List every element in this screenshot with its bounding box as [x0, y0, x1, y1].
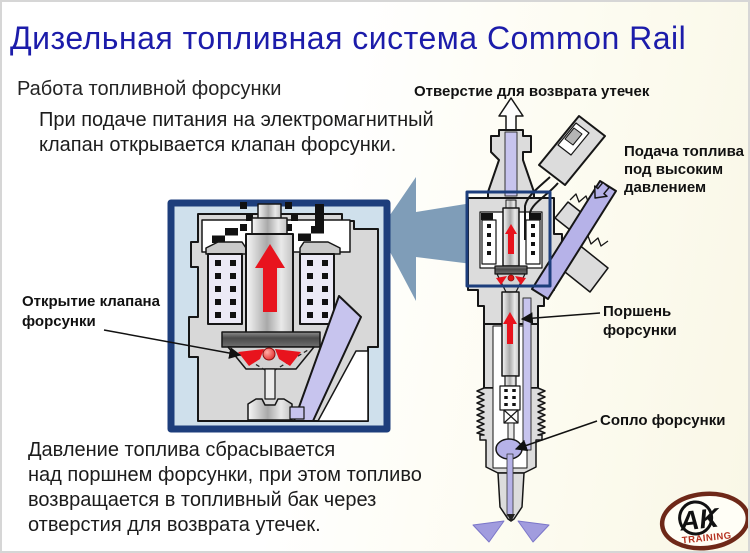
- intro-line-2: клапан открывается клапан форсунки.: [39, 134, 397, 156]
- ak-training-logo-graphic: AK TRAINING: [659, 491, 748, 551]
- injector-body: [465, 97, 617, 543]
- callout-piston: Поршень форсунки: [603, 303, 677, 339]
- valve-open-line-1: Открытие клапана: [22, 293, 160, 310]
- callout-nozzle: Сопло форсунки: [600, 412, 726, 429]
- callout-supply: Подача топлива под высоким давлением: [624, 143, 744, 197]
- ak-training-logo: AK TRAINING: [655, 485, 748, 551]
- solenoid-checker-blocks: [212, 226, 324, 243]
- outro-line-2: над поршнем форсунки, при этом топливо: [28, 464, 422, 486]
- spray-fan-left: [472, 520, 505, 543]
- armature-dots: [240, 202, 298, 231]
- supply-line-1: Подача топлива: [624, 143, 744, 160]
- piston-lift-arrow-icon: [503, 312, 517, 344]
- valve-springs: [207, 253, 335, 325]
- outro-paragraph: Давление топлива сбрасывается над поршне…: [28, 438, 422, 538]
- zoom-callout-arrow: [379, 177, 478, 301]
- supply-inlet-arrow-icon: [593, 181, 610, 199]
- callout-leader-lines: [103, 312, 601, 452]
- electrical-connector: [538, 115, 606, 186]
- intro-paragraph: При подаче питания на электромагнитный к…: [39, 108, 434, 158]
- callout-valve-opening: Открытие клапана форсунки: [22, 292, 160, 332]
- valve-open-line-2: форсунки: [22, 313, 96, 330]
- supply-line-2: под высоким: [624, 161, 724, 178]
- fuel-release-arrow-left: [238, 349, 264, 366]
- logo-subtext: TRAINING: [681, 530, 732, 546]
- subtitle: Работа топливной форсунки: [17, 78, 282, 100]
- high-pressure-pipe: [531, 180, 617, 300]
- lift-arrow-icon: [255, 244, 285, 312]
- callout-leak-return: Отверстие для возврата утечек: [414, 83, 650, 100]
- outro-line-3: возвращается в топливный бак через: [28, 489, 377, 511]
- intro-line-1: При подаче питания на электромагнитный: [39, 109, 434, 131]
- outro-line-1: Давление топлива сбрасывается: [28, 439, 336, 461]
- fuel-release-arrow-right: [275, 349, 301, 366]
- page-title: Дизельная топливная система Common Rail: [10, 20, 687, 56]
- outro-line-4: отверстия для возврата утечек.: [28, 514, 321, 536]
- supply-line-3: давлением: [624, 179, 707, 196]
- valve-section-highlight-box: [465, 190, 552, 288]
- valve-ball: [262, 347, 276, 361]
- spray-fan-right: [517, 520, 550, 543]
- fuel-channel-inset: [293, 295, 362, 422]
- logo-brand-text: AK: [677, 502, 722, 536]
- leak-return-arrow-icon: [498, 97, 524, 134]
- valve-detail-inset: [167, 199, 391, 433]
